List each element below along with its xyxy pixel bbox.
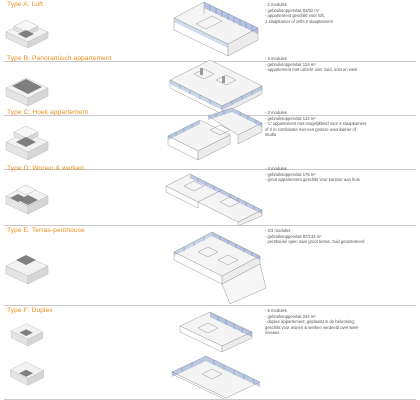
spec-item: niveaus <box>265 330 280 336</box>
isometric-plan <box>167 108 263 161</box>
spec-list: - 4 modules - gebruiksoppervlak 175 m² -… <box>265 166 415 183</box>
spec-item: - 2 modules <box>265 2 287 7</box>
spec-item: - 3 modules <box>265 110 287 115</box>
spec-list: - 3 modules - gebruiksoppervlak 134 m² -… <box>265 110 415 138</box>
spec-list: - 2 modules - gebruiksoppervlak 83/92 m²… <box>265 2 415 24</box>
spec-item: - 4 modules <box>265 166 287 171</box>
spec-item: - duplex appartement; geplaatst in de be… <box>265 319 355 325</box>
type-title: Type F: Duplex <box>7 307 53 314</box>
massing-icon <box>5 184 49 215</box>
isometric-plan <box>169 59 263 115</box>
isometric-plan-upper <box>179 311 253 353</box>
spec-item: - gebruiksoppervlak 134 m² <box>265 115 316 121</box>
type-title: Type D: Wonen & werken <box>7 165 84 172</box>
spec-item: - gebruiksoppervlak 124 m² <box>265 61 316 67</box>
type-row-f: Type F: Duplex <box>0 306 420 400</box>
spec-list: - 2/3 modules - gebruiksoppervlak 97/133… <box>265 228 415 245</box>
spec-item: 1 slaapkamer of zelfs 2 slaapkamers <box>265 18 333 24</box>
spec-item: geschikt voor wonen & werken verdeeld ov… <box>265 324 359 330</box>
type-row-d: Type D: Wonen & werken <box>0 164 420 226</box>
spec-item: - gebruiksoppervlak 244 m² <box>265 313 316 319</box>
isometric-plan-lower <box>171 355 261 400</box>
spec-item: - 6 modules <box>265 308 287 313</box>
spec-item: - appartement met uitzicht over zuid, oo… <box>265 67 358 73</box>
spec-item: - 'L' appartement met mogelijkheid voor … <box>265 121 367 127</box>
spec-item: - 2/3 modules <box>265 228 291 233</box>
type-title: Type C: Hoek appartement <box>7 109 89 116</box>
spec-item: - groot appartement geschikt voor kantoo… <box>265 177 360 183</box>
spec-item: of 2 in combinatie met een grotere woonk… <box>265 126 357 132</box>
spec-item: - appartement geschikt voor loft, <box>265 13 325 19</box>
spec-item: - gebruiksoppervlak 97/133 m² <box>265 233 322 239</box>
type-row-e: Type E: Terras-penthouse - 2/3 modu <box>0 226 420 306</box>
isometric-plan <box>173 1 259 57</box>
massing-icon-lower <box>9 361 45 386</box>
isometric-plan <box>165 173 263 226</box>
massing-icon <box>5 255 49 285</box>
type-title: Type A: Loft <box>7 1 44 8</box>
spec-item: - 3 modules <box>265 56 287 61</box>
spec-item: - gebruiksoppervlak 83/92 m² <box>265 7 320 13</box>
type-row-a: Type A: Loft - 2 modu <box>0 0 420 62</box>
spec-item: - gebruiksoppervlak 175 m² <box>265 171 316 177</box>
type-title: Type B: Panoramisch appartement <box>7 55 112 62</box>
spec-list: - 3 modules - gebruiksoppervlak 124 m² -… <box>265 56 415 73</box>
type-row-b: Type B: Panoramisch appartement <box>0 54 420 116</box>
massing-icon <box>5 19 49 49</box>
massing-icon <box>5 77 49 107</box>
massing-icon-upper <box>10 323 44 347</box>
isometric-plan <box>173 231 267 305</box>
spec-item: - penthouse open naar groot terras, zuid… <box>265 239 365 245</box>
type-row-c: Type C: Hoek appartement <box>0 108 420 170</box>
massing-icon <box>5 125 49 161</box>
spec-list: - 6 modules - gebruiksoppervlak 244 m² -… <box>265 308 415 336</box>
type-title: Type E: Terras-penthouse <box>7 227 85 234</box>
spec-item: studio <box>265 132 277 138</box>
